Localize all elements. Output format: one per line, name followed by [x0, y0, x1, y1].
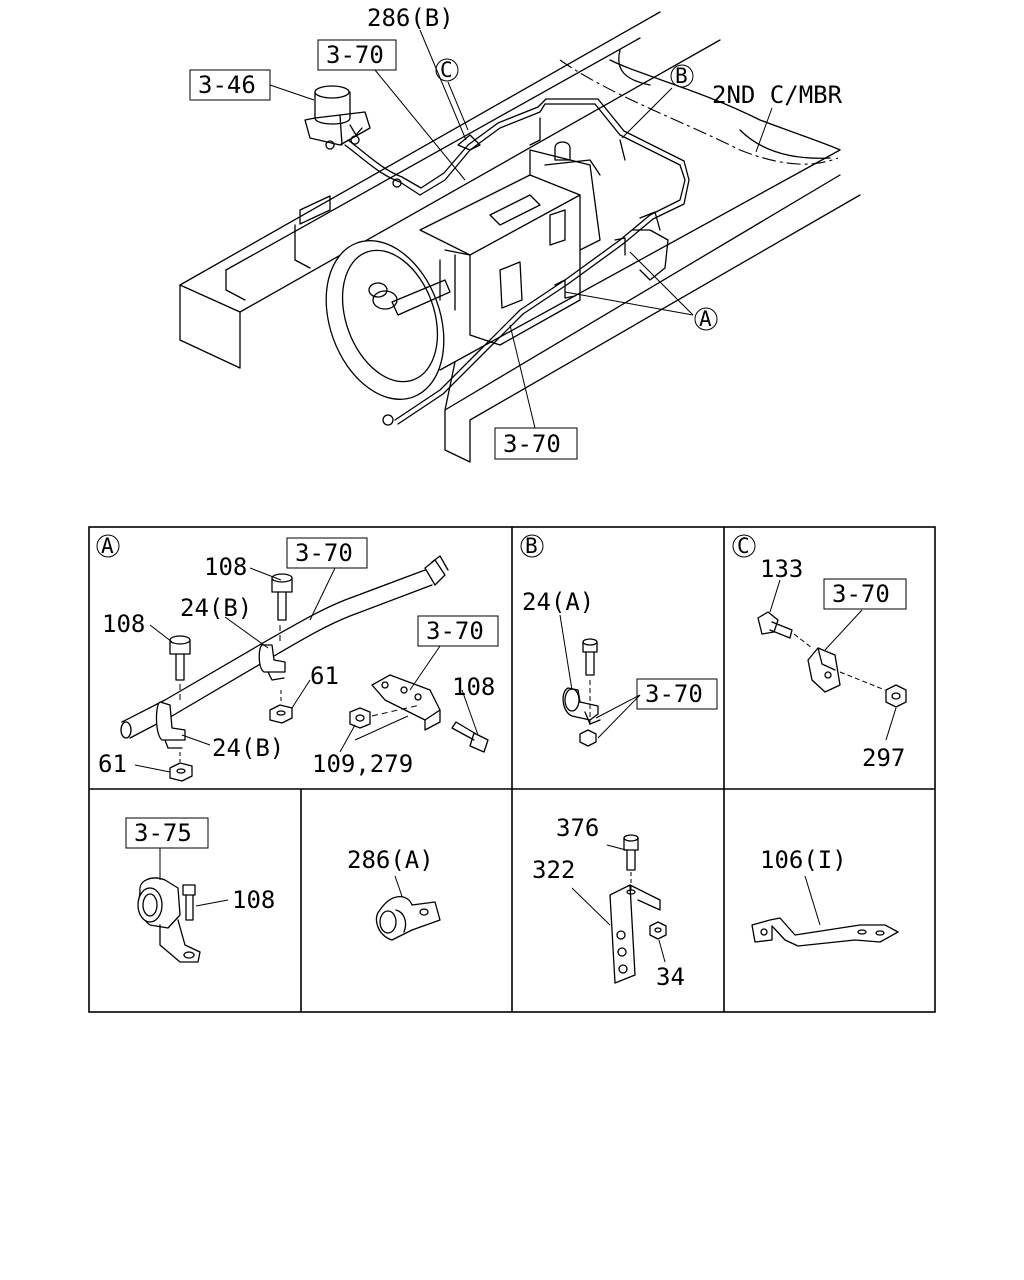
label-106i: 106(I)	[760, 846, 847, 874]
label-108-d: 108	[232, 886, 275, 914]
callout-circle-b	[670, 64, 694, 88]
label-286b: 286(B)	[367, 4, 454, 32]
ref-3-46: 3-46	[198, 71, 256, 99]
leader-c	[447, 81, 469, 131]
label-376: 376	[556, 814, 599, 842]
leader-3-46	[269, 84, 315, 101]
panel-e: 286(A)	[347, 846, 441, 941]
panel-b-letter: B	[525, 534, 538, 558]
label-34: 34	[656, 963, 685, 991]
label-133: 133	[760, 555, 803, 583]
label-24a: 24(A)	[522, 588, 594, 616]
panel-f: 376 322 34	[532, 814, 685, 991]
ref-3-70-bracket: 3-70	[426, 617, 484, 645]
label-108-top: 108	[204, 553, 247, 581]
overview-illustration: 286(B) 3-70 3-46 C B 2ND C/MBR A 3-70	[179, 4, 861, 463]
chassis-frame	[179, 11, 861, 463]
second-crossmember-outline	[559, 59, 839, 165]
panel-b: B 24(A) 3-70	[520, 534, 718, 747]
label-286a: 286(A)	[347, 846, 434, 874]
label-297: 297	[862, 744, 905, 772]
leader-2nd-cmbr	[755, 107, 773, 153]
ref-box-3-70-bottom	[494, 427, 578, 460]
label-108-right: 108	[452, 673, 495, 701]
label-108-left: 108	[102, 610, 145, 638]
leader-a-2	[629, 251, 694, 316]
air-pipes	[344, 98, 690, 426]
panel-c-letter: C	[737, 534, 750, 558]
callout-b: B	[675, 64, 688, 88]
detail-grid	[88, 526, 936, 1013]
leader-b	[621, 87, 673, 139]
ref-3-75: 3-75	[134, 819, 192, 847]
callout-c: C	[440, 58, 453, 82]
air-dryer	[304, 85, 371, 150]
callout-circle-c	[435, 58, 459, 82]
label-24b-bottom: 24(B)	[212, 734, 284, 762]
label-61-left: 61	[98, 750, 127, 778]
leader-3-70-top	[374, 69, 466, 181]
leader-286b	[419, 29, 467, 141]
leader-3-70-bottom	[509, 324, 536, 429]
callout-a: A	[699, 307, 712, 331]
ref-3-70-top: 3-70	[326, 41, 384, 69]
ref-box-3-46	[189, 69, 271, 101]
ref-3-70-b: 3-70	[645, 680, 703, 708]
panel-a-letter: A	[101, 534, 114, 558]
panel-g: 106(I)	[751, 846, 899, 947]
ref-box-3-70-top	[317, 39, 397, 71]
leader-a-1	[564, 291, 694, 316]
label-2nd-cmbr: 2ND C/MBR	[712, 81, 843, 109]
ref-3-70-bottom: 3-70	[503, 430, 561, 458]
panel-a: A	[96, 534, 499, 782]
label-61-right: 61	[310, 662, 339, 690]
ref-3-70-hose: 3-70	[295, 539, 353, 567]
label-24b-top: 24(B)	[180, 594, 252, 622]
panel-c: C 133 3-70 297	[732, 534, 907, 772]
panel-d: 3-75 108	[125, 817, 275, 963]
label-322: 322	[532, 856, 575, 884]
ref-3-70-c: 3-70	[832, 580, 890, 608]
callout-circle-a	[694, 307, 718, 331]
transmission	[325, 141, 601, 400]
label-109-279: 109,279	[312, 750, 413, 778]
